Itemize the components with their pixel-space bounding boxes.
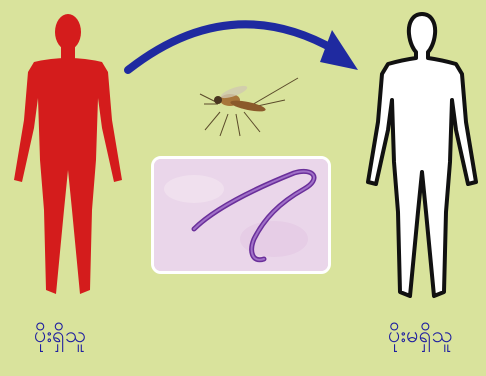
microfilaria-micrograph xyxy=(151,156,331,274)
infected-person-icon xyxy=(12,10,124,302)
mosquito-icon xyxy=(190,70,305,140)
infected-label: ပိုးရှိသူ xyxy=(34,320,86,353)
uninfected-label: ပိုးမရှိသူ xyxy=(388,320,453,353)
